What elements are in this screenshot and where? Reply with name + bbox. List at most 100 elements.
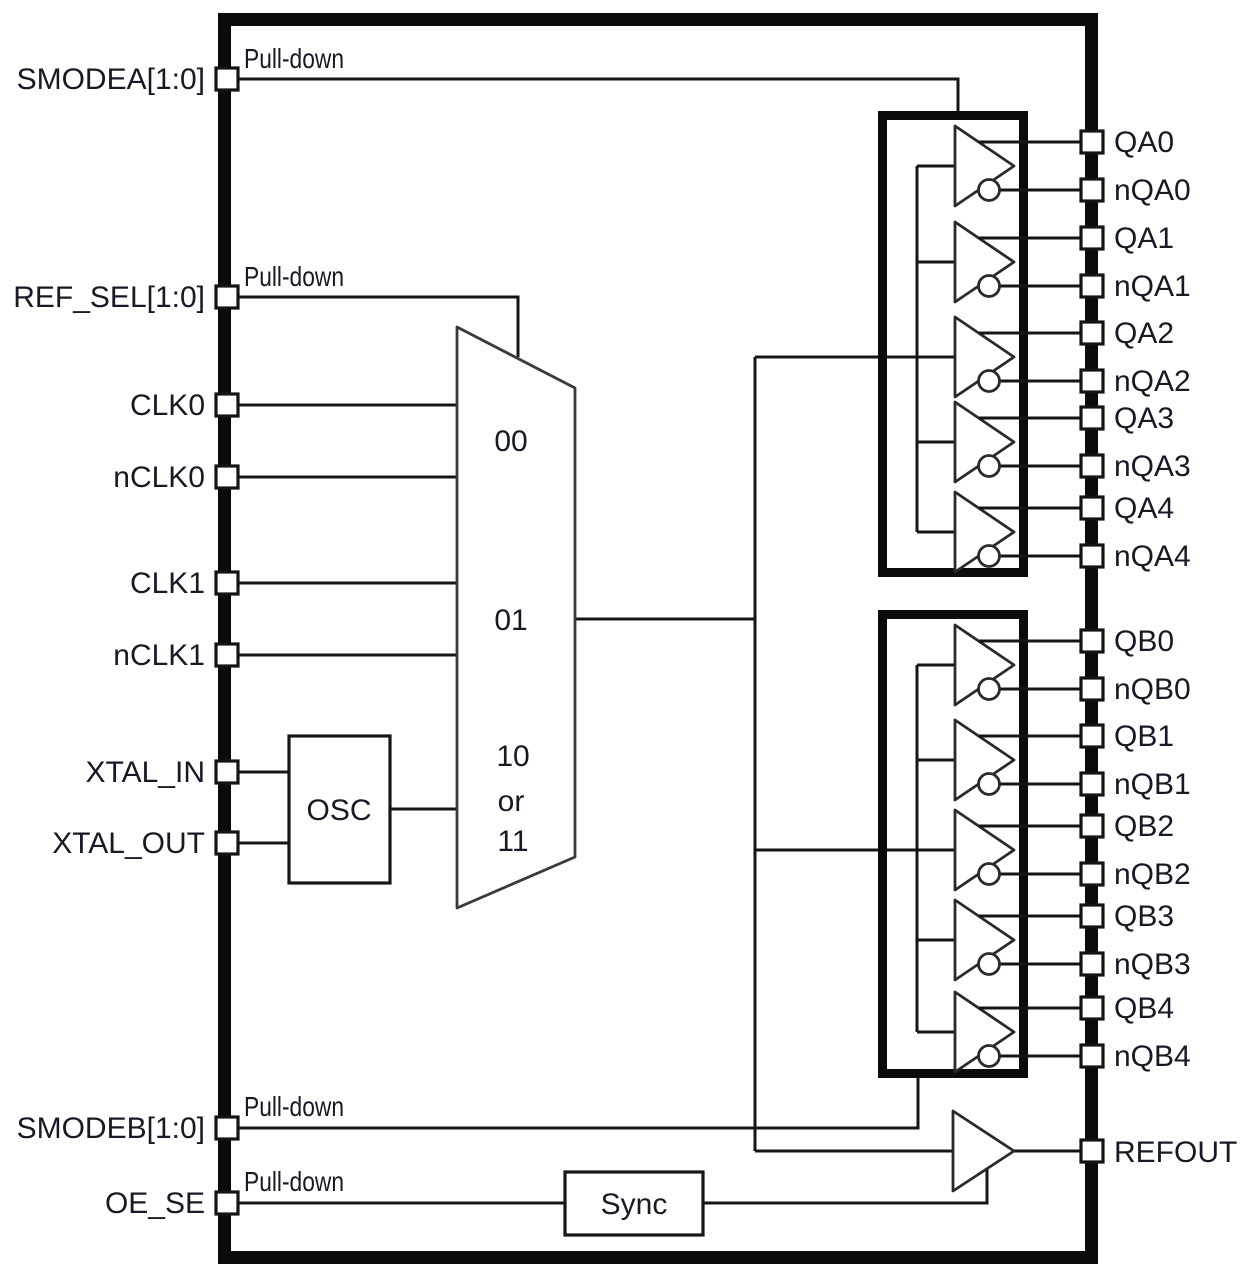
pin-nqb3 <box>1079 951 1105 977</box>
mux-label-or: or <box>498 785 525 818</box>
pin-nqa2 <box>1079 368 1105 394</box>
right-pin-labels: QA0 nQA0 QA1 nQA1 QA2 nQA2 QA3 nQA3 QA4 … <box>1114 126 1237 1169</box>
pin-oe-se <box>214 1190 240 1216</box>
inverter-bubble <box>977 952 1001 976</box>
pin-label-nqb3: nQB3 <box>1114 948 1191 981</box>
pin-nqb2 <box>1079 861 1105 887</box>
left-pin-labels: SMODEA[1:0] REF_SEL[1:0] CLK0 nCLK0 CLK1… <box>13 63 205 1220</box>
pin-label-qa1: QA1 <box>1114 222 1174 255</box>
bank-a-box <box>878 111 1028 577</box>
inverter-bubble <box>977 274 1001 298</box>
pin-label-nqa4: nQA4 <box>1114 540 1191 573</box>
pin-label-qb0: QB0 <box>1114 625 1174 658</box>
mux-label-00: 00 <box>494 425 527 458</box>
pin-label-qb3: QB3 <box>1114 900 1174 933</box>
pin-label-qa3: QA3 <box>1114 402 1174 435</box>
pin-qa4 <box>1079 495 1105 521</box>
pin-label-qa2: QA2 <box>1114 317 1174 350</box>
pin-qa0 <box>1079 129 1105 155</box>
pin-clk1 <box>214 570 240 596</box>
pin-label-nqa2: nQA2 <box>1114 365 1191 398</box>
pin-label-qa4: QA4 <box>1114 492 1174 525</box>
refout-buffer-triangle <box>951 1109 1016 1193</box>
inverter-bubble <box>977 1044 1001 1068</box>
diff-buffer-qa3 <box>917 400 1081 484</box>
pin-qb2 <box>1079 813 1105 839</box>
mux-label-10: 10 <box>496 740 529 773</box>
diff-buffer-qb2 <box>917 808 1081 892</box>
diff-buffer-qa1 <box>917 220 1081 304</box>
pin-nqa3 <box>1079 453 1105 479</box>
pin-label-qb4: QB4 <box>1114 992 1174 1025</box>
diff-buffer-qb0 <box>917 623 1081 707</box>
pin-nclk1 <box>214 642 240 668</box>
osc-block-label: OSC <box>306 794 371 827</box>
pin-smodea <box>214 66 240 92</box>
pin-nqa1 <box>1079 273 1105 299</box>
wires <box>238 77 1081 1205</box>
pull-down-label-oe-se: Pull-down <box>244 1166 344 1197</box>
pull-down-label-smodea: Pull-down <box>244 43 344 74</box>
pin-label-nqa0: nQA0 <box>1114 174 1191 207</box>
pin-label-qa0: QA0 <box>1114 126 1174 159</box>
left-pin-squares <box>214 66 240 1216</box>
pin-label-qb1: QB1 <box>1114 720 1174 753</box>
pin-label-nqb4: nQB4 <box>1114 1040 1191 1073</box>
pin-label-refout: REFOUT <box>1114 1136 1237 1169</box>
sync-block <box>563 1170 705 1237</box>
pin-label-xtal-out: XTAL_OUT <box>52 827 205 860</box>
pin-label-nqa3: nQA3 <box>1114 450 1191 483</box>
pin-qb1 <box>1079 723 1105 749</box>
right-pin-squares <box>1079 129 1105 1164</box>
pin-label-oe-se: OE_SE <box>105 1187 205 1220</box>
pin-nqb1 <box>1079 771 1105 797</box>
inverter-bubble <box>977 862 1001 886</box>
inverter-bubble <box>977 178 1001 202</box>
diff-buffer-qa2 <box>917 315 1081 399</box>
pull-down-label-ref-sel: Pull-down <box>244 261 344 292</box>
sync-block-label: Sync <box>601 1188 668 1221</box>
pin-label-nclk0: nCLK0 <box>113 461 205 494</box>
pin-label-nqa1: nQA1 <box>1114 270 1191 303</box>
inverter-bubble <box>977 454 1001 478</box>
wire-smodea <box>238 77 960 113</box>
pin-label-nqb1: nQB1 <box>1114 768 1191 801</box>
wire-smodeb <box>238 1076 920 1130</box>
inverter-bubble <box>977 544 1001 568</box>
pin-label-nqb2: nQB2 <box>1114 858 1191 891</box>
pin-nqa0 <box>1079 177 1105 203</box>
inverter-bubble <box>977 677 1001 701</box>
diff-buffer-qb4 <box>917 990 1081 1074</box>
diff-buffer-qa4 <box>917 490 1081 574</box>
pin-label-qb2: QB2 <box>1114 810 1174 843</box>
mux-label-11: 11 <box>497 825 528 858</box>
pull-down-annotations: Pull-down Pull-down Pull-down Pull-down <box>244 43 344 1197</box>
inverter-bubble <box>977 369 1001 393</box>
pin-nclk0 <box>214 464 240 490</box>
pin-label-ref-sel: REF_SEL[1:0] <box>13 281 205 314</box>
pin-qa3 <box>1079 405 1105 431</box>
pin-qb4 <box>1079 995 1105 1021</box>
inverter-bubble <box>977 772 1001 796</box>
pin-ref-sel <box>214 284 240 310</box>
pin-smodeb <box>214 1115 240 1141</box>
pin-qa2 <box>1079 320 1105 346</box>
pin-label-xtal-in: XTAL_IN <box>86 756 206 789</box>
wire-ref-sel <box>238 295 520 357</box>
diff-buffer-qb3 <box>917 898 1081 982</box>
mux-select-labels: 00 01 10 or 11 <box>494 425 529 858</box>
pin-label-nclk1: nCLK1 <box>113 639 205 672</box>
wire-sync-out <box>701 1168 989 1205</box>
pin-label-clk0: CLK0 <box>130 389 205 422</box>
diff-buffer-qa0 <box>917 124 1081 208</box>
pin-clk0 <box>214 392 240 418</box>
pin-xtal-in <box>214 759 240 785</box>
pin-nqa4 <box>1079 543 1105 569</box>
pin-xtal-out <box>214 830 240 856</box>
pin-qb3 <box>1079 903 1105 929</box>
pin-refout <box>1079 1138 1105 1164</box>
pin-qa1 <box>1079 225 1105 251</box>
pin-label-smodea: SMODEA[1:0] <box>17 63 205 96</box>
